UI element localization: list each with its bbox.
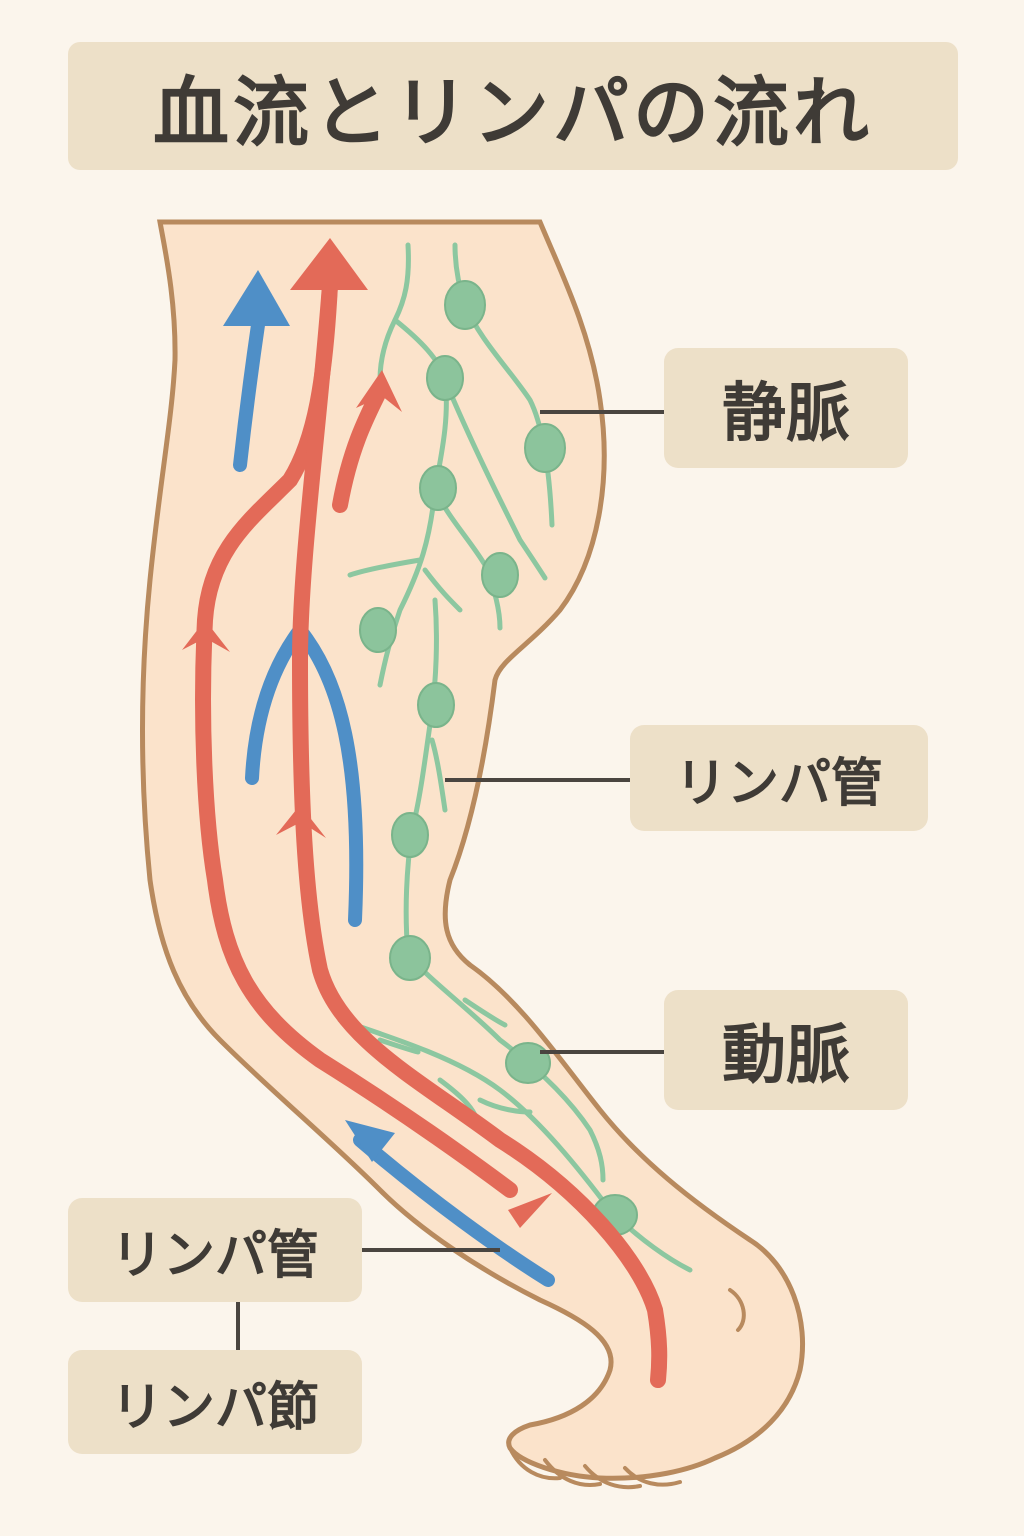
lymph-node bbox=[444, 280, 486, 330]
lymph-vessel-label: リンパ管 bbox=[630, 725, 928, 831]
lymph-node bbox=[417, 682, 455, 728]
lymph-node bbox=[419, 465, 457, 511]
lymph-node bbox=[505, 1042, 551, 1084]
artery-arrowhead-mid-left bbox=[182, 620, 230, 652]
lymph-node-label-text: リンパ節 bbox=[110, 1377, 319, 1438]
lymph-node bbox=[391, 812, 429, 858]
leader-lines bbox=[236, 410, 664, 1350]
vein-arrowhead-top bbox=[223, 270, 290, 326]
arteries bbox=[195, 277, 668, 1388]
artery-arrowhead-small bbox=[356, 370, 402, 412]
artery-arrowhead-mid bbox=[276, 805, 326, 838]
toes-outline bbox=[508, 1446, 682, 1490]
vein-arrowhead-bottom bbox=[345, 1120, 395, 1162]
veins bbox=[233, 318, 555, 1287]
ankle-bone bbox=[728, 1288, 746, 1332]
title-banner: 血流とリンパの流れ bbox=[68, 42, 958, 170]
lymph-node bbox=[524, 423, 566, 473]
artery-label-text: 動脈 bbox=[722, 1019, 850, 1093]
lymph-node bbox=[426, 355, 464, 401]
lymph-vessel-label-bottom-text: リンパ管 bbox=[110, 1225, 319, 1286]
lymph-node-label: リンパ節 bbox=[68, 1350, 362, 1454]
page-title: 血流とリンパの流れ bbox=[153, 68, 873, 157]
lymph-node bbox=[359, 607, 397, 653]
lymph-node bbox=[481, 552, 519, 598]
vein-label-text: 静脈 bbox=[722, 377, 850, 451]
artery-arrowhead-main bbox=[290, 238, 368, 290]
lymph-vessel-label-bottom: リンパ管 bbox=[68, 1198, 362, 1302]
artery-arrowhead-low bbox=[508, 1193, 552, 1228]
vein-label: 静脈 bbox=[664, 348, 908, 468]
lymph-vessel-label-text: リンパ管 bbox=[674, 753, 883, 814]
artery-label: 動脈 bbox=[664, 990, 908, 1110]
lymph-node bbox=[389, 935, 431, 981]
